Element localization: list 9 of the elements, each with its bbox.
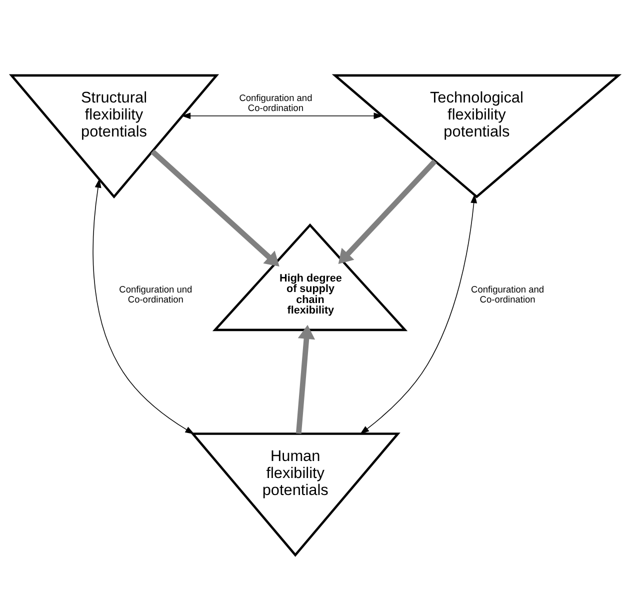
edge-label: Configuration und Co-ordination [119, 284, 192, 304]
arrow [92, 178, 194, 434]
arrow [338, 158, 437, 264]
arrow [360, 193, 478, 434]
arrow [181, 112, 384, 119]
arrow [296, 324, 316, 434]
edge-label: Configuration and Co-ordination [471, 284, 544, 304]
edge-label: Configuration and Co-ordination [239, 92, 312, 112]
arrow [150, 149, 280, 266]
